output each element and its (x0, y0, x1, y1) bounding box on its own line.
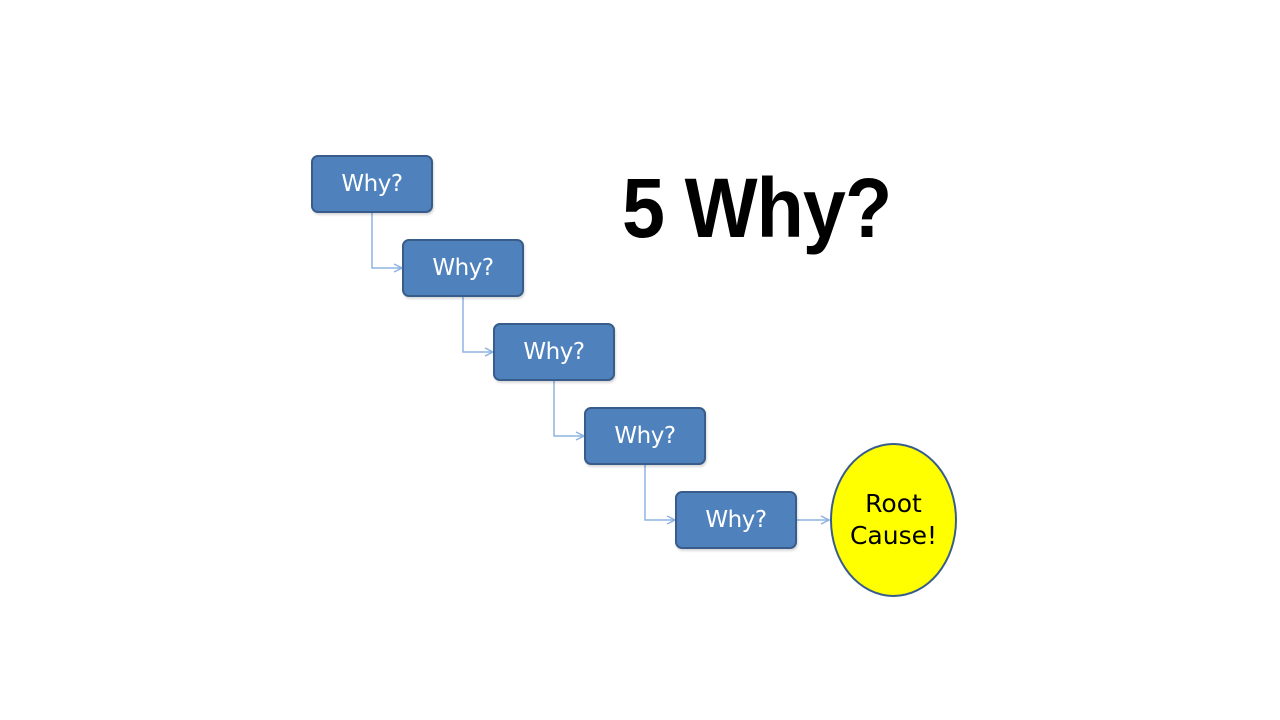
why-label: Why? (705, 507, 767, 533)
connector-3-4 (553, 381, 584, 436)
why-box-3: Why? (493, 323, 615, 381)
why-label: Why? (614, 423, 676, 449)
why-label: Why? (432, 255, 494, 281)
root-cause-line1: Root (865, 488, 922, 518)
why-box-2: Why? (402, 239, 524, 297)
why-label: Why? (523, 339, 585, 365)
diagram-title: 5 Why? (622, 161, 892, 255)
root-cause-line2: Cause! (849, 521, 938, 550)
why-label: Why? (341, 171, 403, 197)
root-cause-ellipse: Root Cause! (830, 443, 957, 597)
connector-1-2 (371, 213, 402, 268)
connector-4-5 (644, 465, 675, 520)
why-box-5: Why? (675, 491, 797, 549)
why-box-4: Why? (584, 407, 706, 465)
connector-2-3 (462, 297, 493, 352)
why-box-1: Why? (311, 155, 433, 213)
